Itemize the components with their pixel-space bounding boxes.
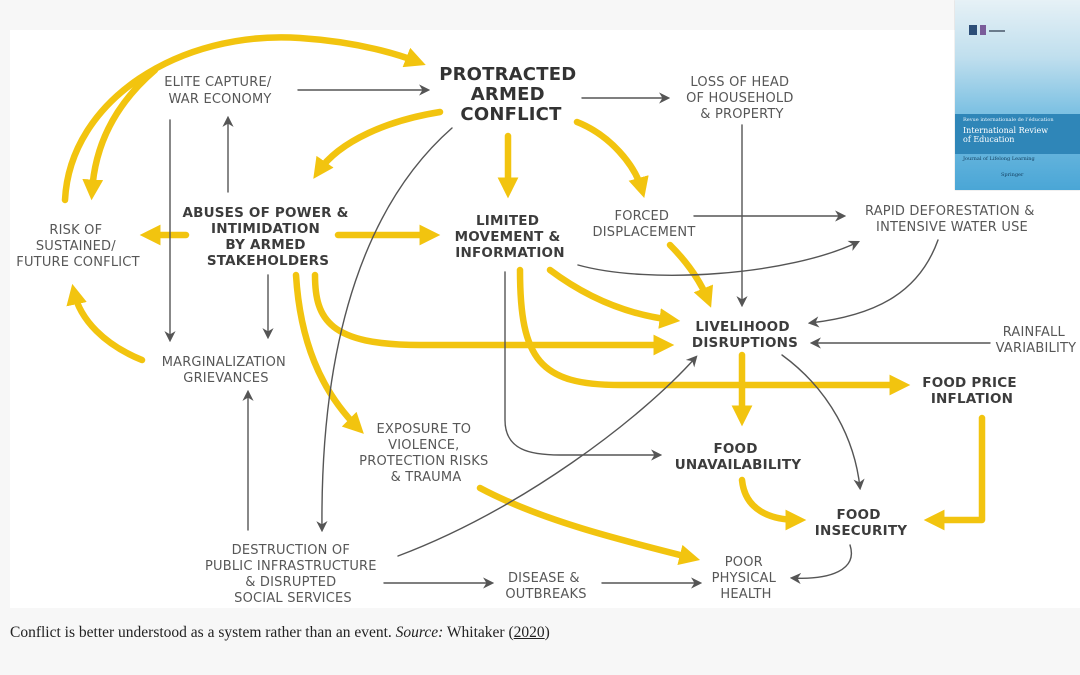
- arrow-conflict-to-abuses: [313, 108, 444, 179]
- node-protracted-conflict: PROTRACTED ARMED CONFLICT: [439, 64, 583, 125]
- node-livelihood-disruptions: LIVELIHOOD DISRUPTIONS: [692, 319, 798, 351]
- cover-title-line2: of Education: [963, 135, 1015, 144]
- arrow-abuses-to-livelihood: [311, 271, 675, 356]
- arrow-marg-to-risk: [66, 283, 146, 364]
- cover-title-line1: International Review: [963, 126, 1049, 135]
- arrow-foodprice-to-insecurity: [923, 414, 986, 531]
- node-limited-movement: LIMITED MOVEMENT & INFORMATION: [455, 213, 566, 261]
- arrow-exposure-to-health: [476, 484, 701, 566]
- conflict-system-diagram: PROTRACTED ARMED CONFLICT ELITE CAPTURE/…: [16, 34, 1076, 606]
- arrow-elite-to-risk: [82, 66, 159, 201]
- node-food-price-inflation: FOOD PRICE INFLATION: [922, 375, 1021, 407]
- arrow-livelihood-to-insecurity: [781, 354, 865, 491]
- node-food-unavailability: FOOD UNAVAILABILITY: [675, 441, 802, 473]
- node-marginalization: MARGINALIZATION GRIEVANCES: [162, 355, 291, 386]
- cover-title: International Review of Education: [963, 126, 1048, 144]
- arrow-unavail-to-insecurity: [738, 476, 807, 531]
- node-forced-displacement: FORCED DISPLACEMENT: [593, 209, 696, 240]
- node-rainfall-variability: RAINFALL VARIABILITY: [996, 325, 1077, 356]
- arrow-limited-to-foodprice: [516, 266, 911, 396]
- citation-year-link[interactable]: 2020: [513, 624, 545, 641]
- node-abuses-of-power: ABUSES OF POWER & INTIMIDATION BY ARMED …: [182, 205, 353, 269]
- journal-cover-thumbnail[interactable]: Revue internationale de l’éducation Inte…: [955, 0, 1080, 190]
- arrow-conflict-to-forced: [573, 118, 649, 199]
- arrow-insecurity-to-health: [789, 544, 853, 585]
- node-labels: PROTRACTED ARMED CONFLICT ELITE CAPTURE/…: [16, 64, 1076, 606]
- node-elite-capture: ELITE CAPTURE/ WAR ECONOMY: [164, 75, 276, 107]
- node-deforestation: RAPID DEFORESTATION & INTENSIVE WATER US…: [865, 204, 1039, 235]
- cover-journal: Journal of Lifelong Learning: [963, 156, 1035, 162]
- caption-author: Whitaker: [446, 624, 505, 641]
- diagram-panel: PROTRACTED ARMED CONFLICT ELITE CAPTURE/…: [10, 30, 1080, 608]
- arrow-deforest-to-livelihood: [807, 239, 939, 328]
- cover-publisher: Springer: [1001, 172, 1024, 178]
- node-disease-outbreaks: DISEASE & OUTBREAKS: [505, 571, 586, 602]
- caption-source-label: Source:: [395, 624, 444, 641]
- grey-arrows: [164, 84, 991, 589]
- cover-subtitle: Revue internationale de l’éducation: [963, 117, 1054, 123]
- unesco-logo-icon: [969, 25, 977, 35]
- node-risk-of-conflict: RISK OF SUSTAINED/ FUTURE CONFLICT: [16, 223, 139, 270]
- node-loss-of-head: LOSS OF HEAD OF HOUSEHOLD & PROPERTY: [686, 75, 798, 122]
- arrow-conflict-to-destruction: [316, 127, 453, 533]
- caption-text: Conflict is better understood as a syste…: [10, 624, 392, 641]
- arrow-risk-to-conflict: [61, 34, 426, 204]
- cover-band: [955, 114, 1080, 154]
- arrow-abuses-to-exposure: [292, 271, 364, 434]
- arrow-forced-to-livelihood: [666, 241, 714, 308]
- node-food-insecurity: FOOD INSECURITY: [815, 507, 908, 539]
- arrow-limited-to-livelihood: [546, 266, 681, 329]
- arrow-limited-to-unavail: [504, 271, 663, 461]
- node-exposure-violence: EXPOSURE TO VIOLENCE, PROTECTION RISKS &…: [359, 422, 493, 485]
- node-destruction-infrastructure: DESTRUCTION OF PUBLIC INFRASTRUCTURE & D…: [205, 543, 381, 606]
- arrow-limited-to-deforest: [577, 240, 861, 276]
- cover-logos: [969, 20, 1009, 35]
- uil-logo-icon: [980, 25, 986, 35]
- figure-caption: Conflict is better understood as a syste…: [10, 624, 550, 641]
- node-poor-health: POOR PHYSICAL HEALTH: [712, 555, 781, 602]
- arrow-destruction-to-livelihood: [397, 355, 698, 557]
- logo-text-icon: [989, 29, 1005, 32]
